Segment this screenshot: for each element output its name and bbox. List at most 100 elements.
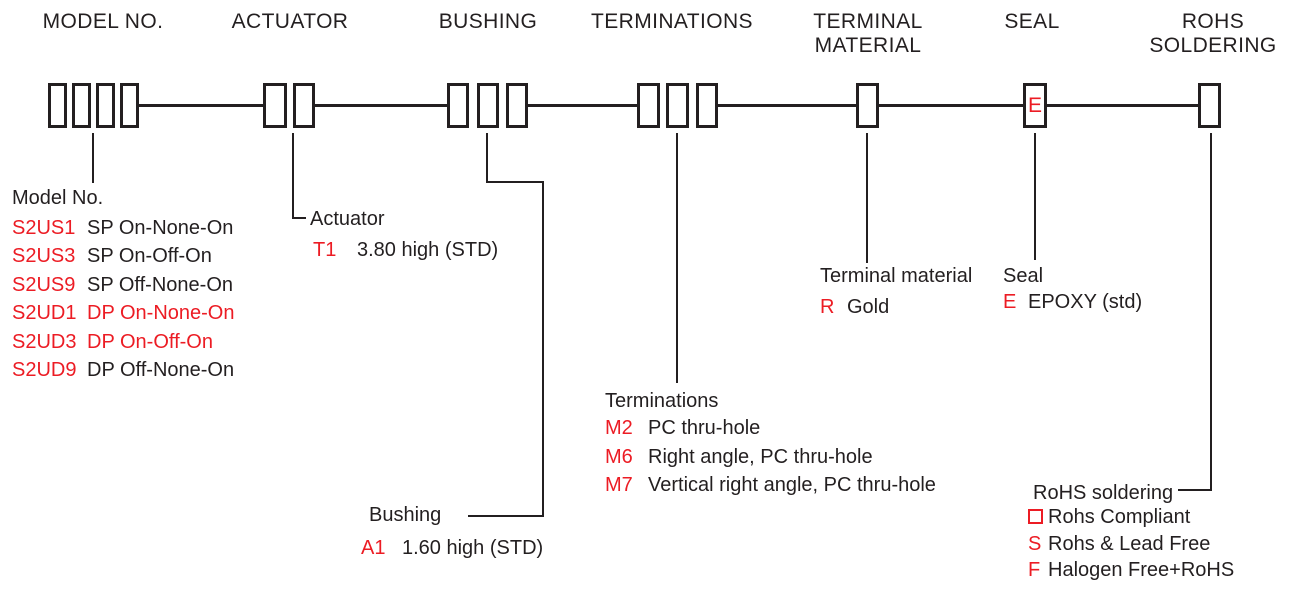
terminations-code: M2	[605, 417, 633, 439]
connector-line	[137, 104, 263, 107]
model-desc: DP Off-None-On	[87, 358, 235, 381]
rohs-desc: Rohs & Lead Free	[1048, 532, 1211, 555]
terminal-material-code: R	[820, 296, 835, 318]
rohs-compliant-square-icon	[1028, 509, 1043, 524]
rohs-legend: RoHS soldering Rohs Compliant S Rohs & L…	[1028, 483, 1234, 587]
actuator-legend: Actuator T1 3.80 high (STD)	[310, 209, 498, 260]
actuator-code-box	[293, 83, 315, 128]
model-desc: DP On-Off-On	[87, 330, 213, 353]
connector-line	[1047, 104, 1198, 107]
seal-code-box: E	[1023, 83, 1047, 128]
rohs-code: S	[1028, 532, 1042, 555]
seal-desc: EPOXY (std)	[1028, 291, 1143, 313]
list-item: R Gold	[820, 297, 972, 317]
list-item: Rohs Compliant	[1028, 507, 1234, 527]
leader-line-actuator	[292, 217, 306, 219]
header-model-no: MODEL NO.	[42, 10, 164, 33]
list-item: S2UD3 DP On-Off-On	[12, 332, 234, 352]
rohs-code-box	[1198, 83, 1221, 128]
model-code: S2US9	[12, 273, 76, 296]
leader-line-actuator	[292, 133, 294, 219]
actuator-desc: 3.80 high (STD)	[357, 239, 499, 261]
rohs-code: F	[1028, 559, 1041, 582]
seal-code-value: E	[1027, 93, 1042, 117]
seal-legend-title: Seal	[1003, 265, 1044, 287]
terminal-material-legend-title: Terminal material	[820, 265, 973, 287]
list-item: M7 Vertical right angle, PC thru-hole	[605, 475, 936, 495]
terminations-desc: PC thru-hole	[648, 417, 761, 439]
list-item: M2 PC thru-hole	[605, 418, 936, 438]
leader-line-terminations	[676, 133, 678, 383]
terminations-code: M7	[605, 474, 633, 496]
model-code-box	[96, 83, 115, 128]
leader-line-terminal	[866, 133, 868, 263]
terminal-material-desc: Gold	[847, 296, 890, 318]
rohs-legend-title: RoHS soldering	[1033, 482, 1174, 504]
terminations-legend-title: Terminations	[605, 390, 719, 412]
model-desc: SP Off-None-On	[87, 273, 233, 296]
bushing-code-box	[447, 83, 469, 128]
connector-line	[718, 104, 856, 107]
list-item: M6 Right angle, PC thru-hole	[605, 447, 936, 467]
leader-line-rohs	[1178, 489, 1212, 491]
terminations-code-box	[696, 83, 718, 128]
bushing-legend-title: Bushing	[369, 504, 442, 526]
model-desc: SP On-Off-On	[87, 245, 212, 268]
terminations-desc: Vertical right angle, PC thru-hole	[648, 474, 936, 496]
model-legend-title: Model No.	[12, 187, 104, 209]
leader-line-bushing	[486, 133, 488, 183]
list-item: A1 1.60 high (STD)	[361, 538, 543, 558]
leader-line-bushing	[486, 181, 544, 183]
list-item: E EPOXY (std)	[1003, 292, 1142, 312]
bushing-code: A1	[361, 537, 386, 559]
bushing-code-box	[477, 83, 499, 128]
terminations-code-box	[666, 83, 689, 128]
connector-line	[879, 104, 1024, 107]
model-code: S2UD1	[12, 302, 77, 325]
list-item: S2UD9 DP Off-None-On	[12, 360, 234, 380]
rohs-desc: Rohs Compliant	[1048, 506, 1191, 528]
header-rohs-soldering: ROHS SOLDERING	[1149, 10, 1277, 57]
list-item: S2US9 SP Off-None-On	[12, 275, 234, 295]
seal-code: E	[1003, 291, 1017, 313]
model-desc: DP On-None-On	[87, 302, 235, 325]
terminations-legend: Terminations M2 PC thru-hole M6 Right an…	[605, 391, 936, 504]
model-code: S2UD9	[12, 358, 77, 381]
list-item: S2US3 SP On-Off-On	[12, 246, 234, 266]
rohs-desc: Halogen Free+RoHS	[1048, 559, 1235, 582]
leader-line-bushing	[468, 515, 544, 517]
bushing-desc: 1.60 high (STD)	[402, 537, 544, 559]
actuator-code: T1	[313, 239, 337, 261]
list-item: S Rohs & Lead Free	[1028, 534, 1234, 554]
model-code: S2US3	[12, 245, 76, 268]
terminations-code: M6	[605, 445, 633, 468]
connector-line	[315, 104, 447, 107]
list-item: S2US1 SP On-None-On	[12, 218, 234, 238]
model-code-box	[72, 83, 91, 128]
model-code: S2US1	[12, 217, 76, 239]
list-item: F Halogen Free+RoHS	[1028, 560, 1234, 580]
list-item: T1 3.80 high (STD)	[310, 240, 498, 260]
terminations-code-box	[637, 83, 660, 128]
list-item: S2UD1 DP On-None-On	[12, 303, 234, 323]
model-legend: Model No. S2US1 SP On-None-On S2US3 SP O…	[12, 188, 234, 388]
bushing-code-box	[506, 83, 528, 128]
header-bushing: BUSHING	[438, 10, 538, 33]
model-code-box	[48, 83, 67, 128]
bushing-legend: Bushing A1 1.60 high (STD)	[361, 505, 543, 558]
connector-line	[528, 104, 637, 107]
terminal-material-code-box	[856, 83, 879, 128]
leader-line-seal	[1034, 133, 1036, 260]
seal-legend: Seal E EPOXY (std)	[1003, 266, 1142, 312]
header-actuator: ACTUATOR	[231, 10, 349, 33]
leader-line-bushing	[542, 181, 544, 517]
terminations-desc: Right angle, PC thru-hole	[648, 445, 873, 468]
model-code: S2UD3	[12, 330, 77, 353]
header-seal: SEAL	[1004, 10, 1060, 33]
header-terminations: TERMINATIONS	[591, 10, 753, 33]
leader-line-rohs	[1210, 133, 1212, 491]
terminal-material-legend: Terminal material R Gold	[820, 266, 972, 317]
actuator-code-box	[263, 83, 287, 128]
leader-line-model	[92, 133, 94, 183]
